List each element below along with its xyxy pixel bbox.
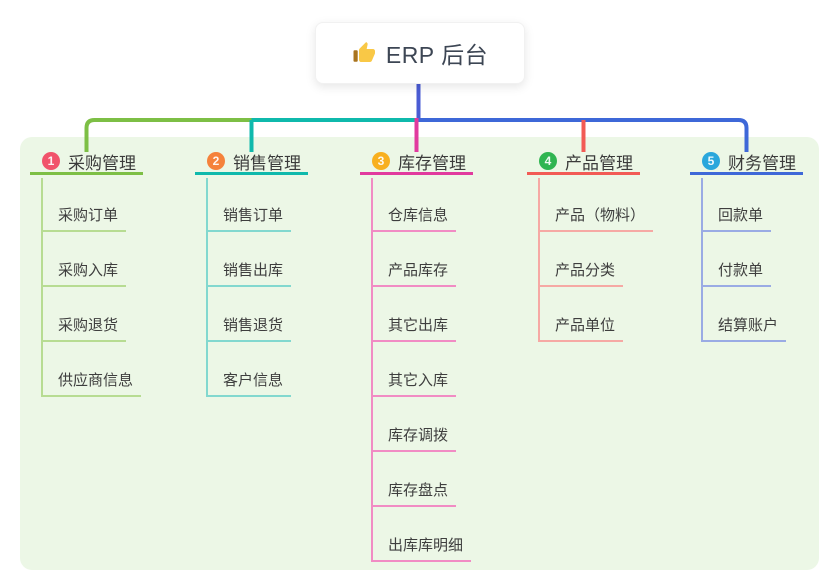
child-node[interactable]: 采购入库 <box>41 257 127 287</box>
child-node[interactable]: 产品单位 <box>538 312 624 342</box>
child-node[interactable]: 采购退货 <box>41 312 127 342</box>
child-node[interactable]: 销售出库 <box>206 257 292 287</box>
branch-label: 库存管理 <box>398 153 466 173</box>
branches-background-panel <box>20 137 819 570</box>
branch-child-spine <box>371 178 373 560</box>
child-node[interactable]: 结算账户 <box>701 312 787 342</box>
child-node[interactable]: 回款单 <box>701 202 772 232</box>
branch-number-badge: 2 <box>207 152 225 170</box>
child-node[interactable]: 其它入库 <box>371 367 457 397</box>
branch-label: 销售管理 <box>233 153 301 173</box>
child-node[interactable]: 库存调拨 <box>371 422 457 452</box>
child-node[interactable]: 产品分类 <box>538 257 624 287</box>
branch-label: 产品管理 <box>565 153 633 173</box>
branch-title-4[interactable]: 4 产品管理 <box>527 150 640 175</box>
child-node[interactable]: 销售退货 <box>206 312 292 342</box>
root-node[interactable]: ERP 后台 <box>315 22 525 84</box>
child-node[interactable]: 出库库明细 <box>371 532 472 562</box>
branch-label: 财务管理 <box>728 153 796 173</box>
branch-child-spine <box>538 178 540 340</box>
branch-number-badge: 4 <box>539 152 557 170</box>
branch-title-3[interactable]: 3 库存管理 <box>360 150 473 175</box>
branch-number-badge: 5 <box>702 152 720 170</box>
child-node[interactable]: 客户信息 <box>206 367 292 397</box>
child-node[interactable]: 供应商信息 <box>41 367 142 397</box>
branch-title-5[interactable]: 5 财务管理 <box>690 150 803 175</box>
child-node[interactable]: 销售订单 <box>206 202 292 232</box>
branch-child-spine <box>701 178 703 340</box>
child-node[interactable]: 产品（物料） <box>538 202 654 232</box>
branch-label: 采购管理 <box>68 153 136 173</box>
child-node[interactable]: 采购订单 <box>41 202 127 232</box>
child-node[interactable]: 库存盘点 <box>371 477 457 507</box>
branch-number-badge: 3 <box>372 152 390 170</box>
branch-number-badge: 1 <box>42 152 60 170</box>
thumbs-up-icon <box>352 41 376 65</box>
branch-title-1[interactable]: 1 采购管理 <box>30 150 143 175</box>
child-node[interactable]: 产品库存 <box>371 257 457 287</box>
child-node[interactable]: 其它出库 <box>371 312 457 342</box>
child-node[interactable]: 仓库信息 <box>371 202 457 232</box>
root-node-title: ERP 后台 <box>385 42 489 68</box>
branch-title-2[interactable]: 2 销售管理 <box>195 150 308 175</box>
child-node[interactable]: 付款单 <box>701 257 772 287</box>
